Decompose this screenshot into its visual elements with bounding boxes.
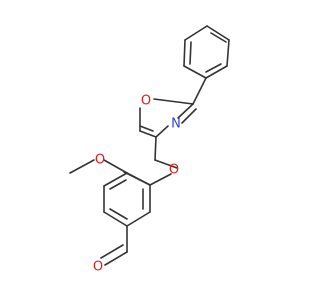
oxazole-double-bond xyxy=(139,125,154,132)
phenyl-bond xyxy=(226,39,230,67)
ch2-o-bond xyxy=(154,159,178,169)
oxazole-ring xyxy=(139,77,207,138)
ch2-bond xyxy=(154,136,157,161)
phenyl-bond xyxy=(183,39,186,67)
phenyl-bond xyxy=(184,25,208,41)
aldehyde-group xyxy=(100,225,128,266)
aromatic-double-bond xyxy=(109,179,127,190)
aromatic-bond xyxy=(103,211,128,227)
structure-canvas: O N O O O xyxy=(69,25,230,275)
oxazole-bond xyxy=(153,98,194,105)
molecule-drawing: O N O O O xyxy=(69,25,230,275)
phenyl-bond xyxy=(183,65,207,79)
aromatic-double-bond xyxy=(109,208,128,220)
oxazole-double-bond xyxy=(181,108,197,124)
oxazole-bond xyxy=(155,125,169,138)
aromatic-bond xyxy=(103,172,128,187)
methoxy-oxygen-label: O xyxy=(95,153,105,168)
oxazole-oxygen-label: O xyxy=(141,94,151,109)
phenyl-double-bond xyxy=(189,41,192,65)
phenyl-double-bond xyxy=(210,32,227,43)
ether-aromatic-bond xyxy=(149,173,172,186)
oxazole-bond xyxy=(139,130,157,138)
aldehyde-double-bond xyxy=(100,244,124,259)
ether-oxygen-label: O xyxy=(169,163,179,178)
methoxy-bond xyxy=(103,159,128,174)
methoxy-group xyxy=(69,159,128,174)
phenyl-double-bond xyxy=(205,63,222,73)
phenyl-ring xyxy=(183,25,230,79)
aromatic-bond xyxy=(126,172,151,186)
atom-labels: O N O O O xyxy=(93,94,181,275)
phenyl-oxazole-bond xyxy=(192,77,207,105)
methoxy-bond xyxy=(69,159,95,174)
aldehyde-bond xyxy=(104,251,128,266)
benzene-ring xyxy=(103,171,172,227)
aldehyde-oxygen-label: O xyxy=(93,260,103,275)
phenyl-bond xyxy=(206,25,230,41)
phenyl-bond xyxy=(205,65,228,79)
aromatic-bond xyxy=(126,211,151,227)
oxazole-nitrogen-label: N xyxy=(171,117,181,132)
methylene-linker xyxy=(154,136,178,169)
oxazole-bond xyxy=(177,103,194,119)
